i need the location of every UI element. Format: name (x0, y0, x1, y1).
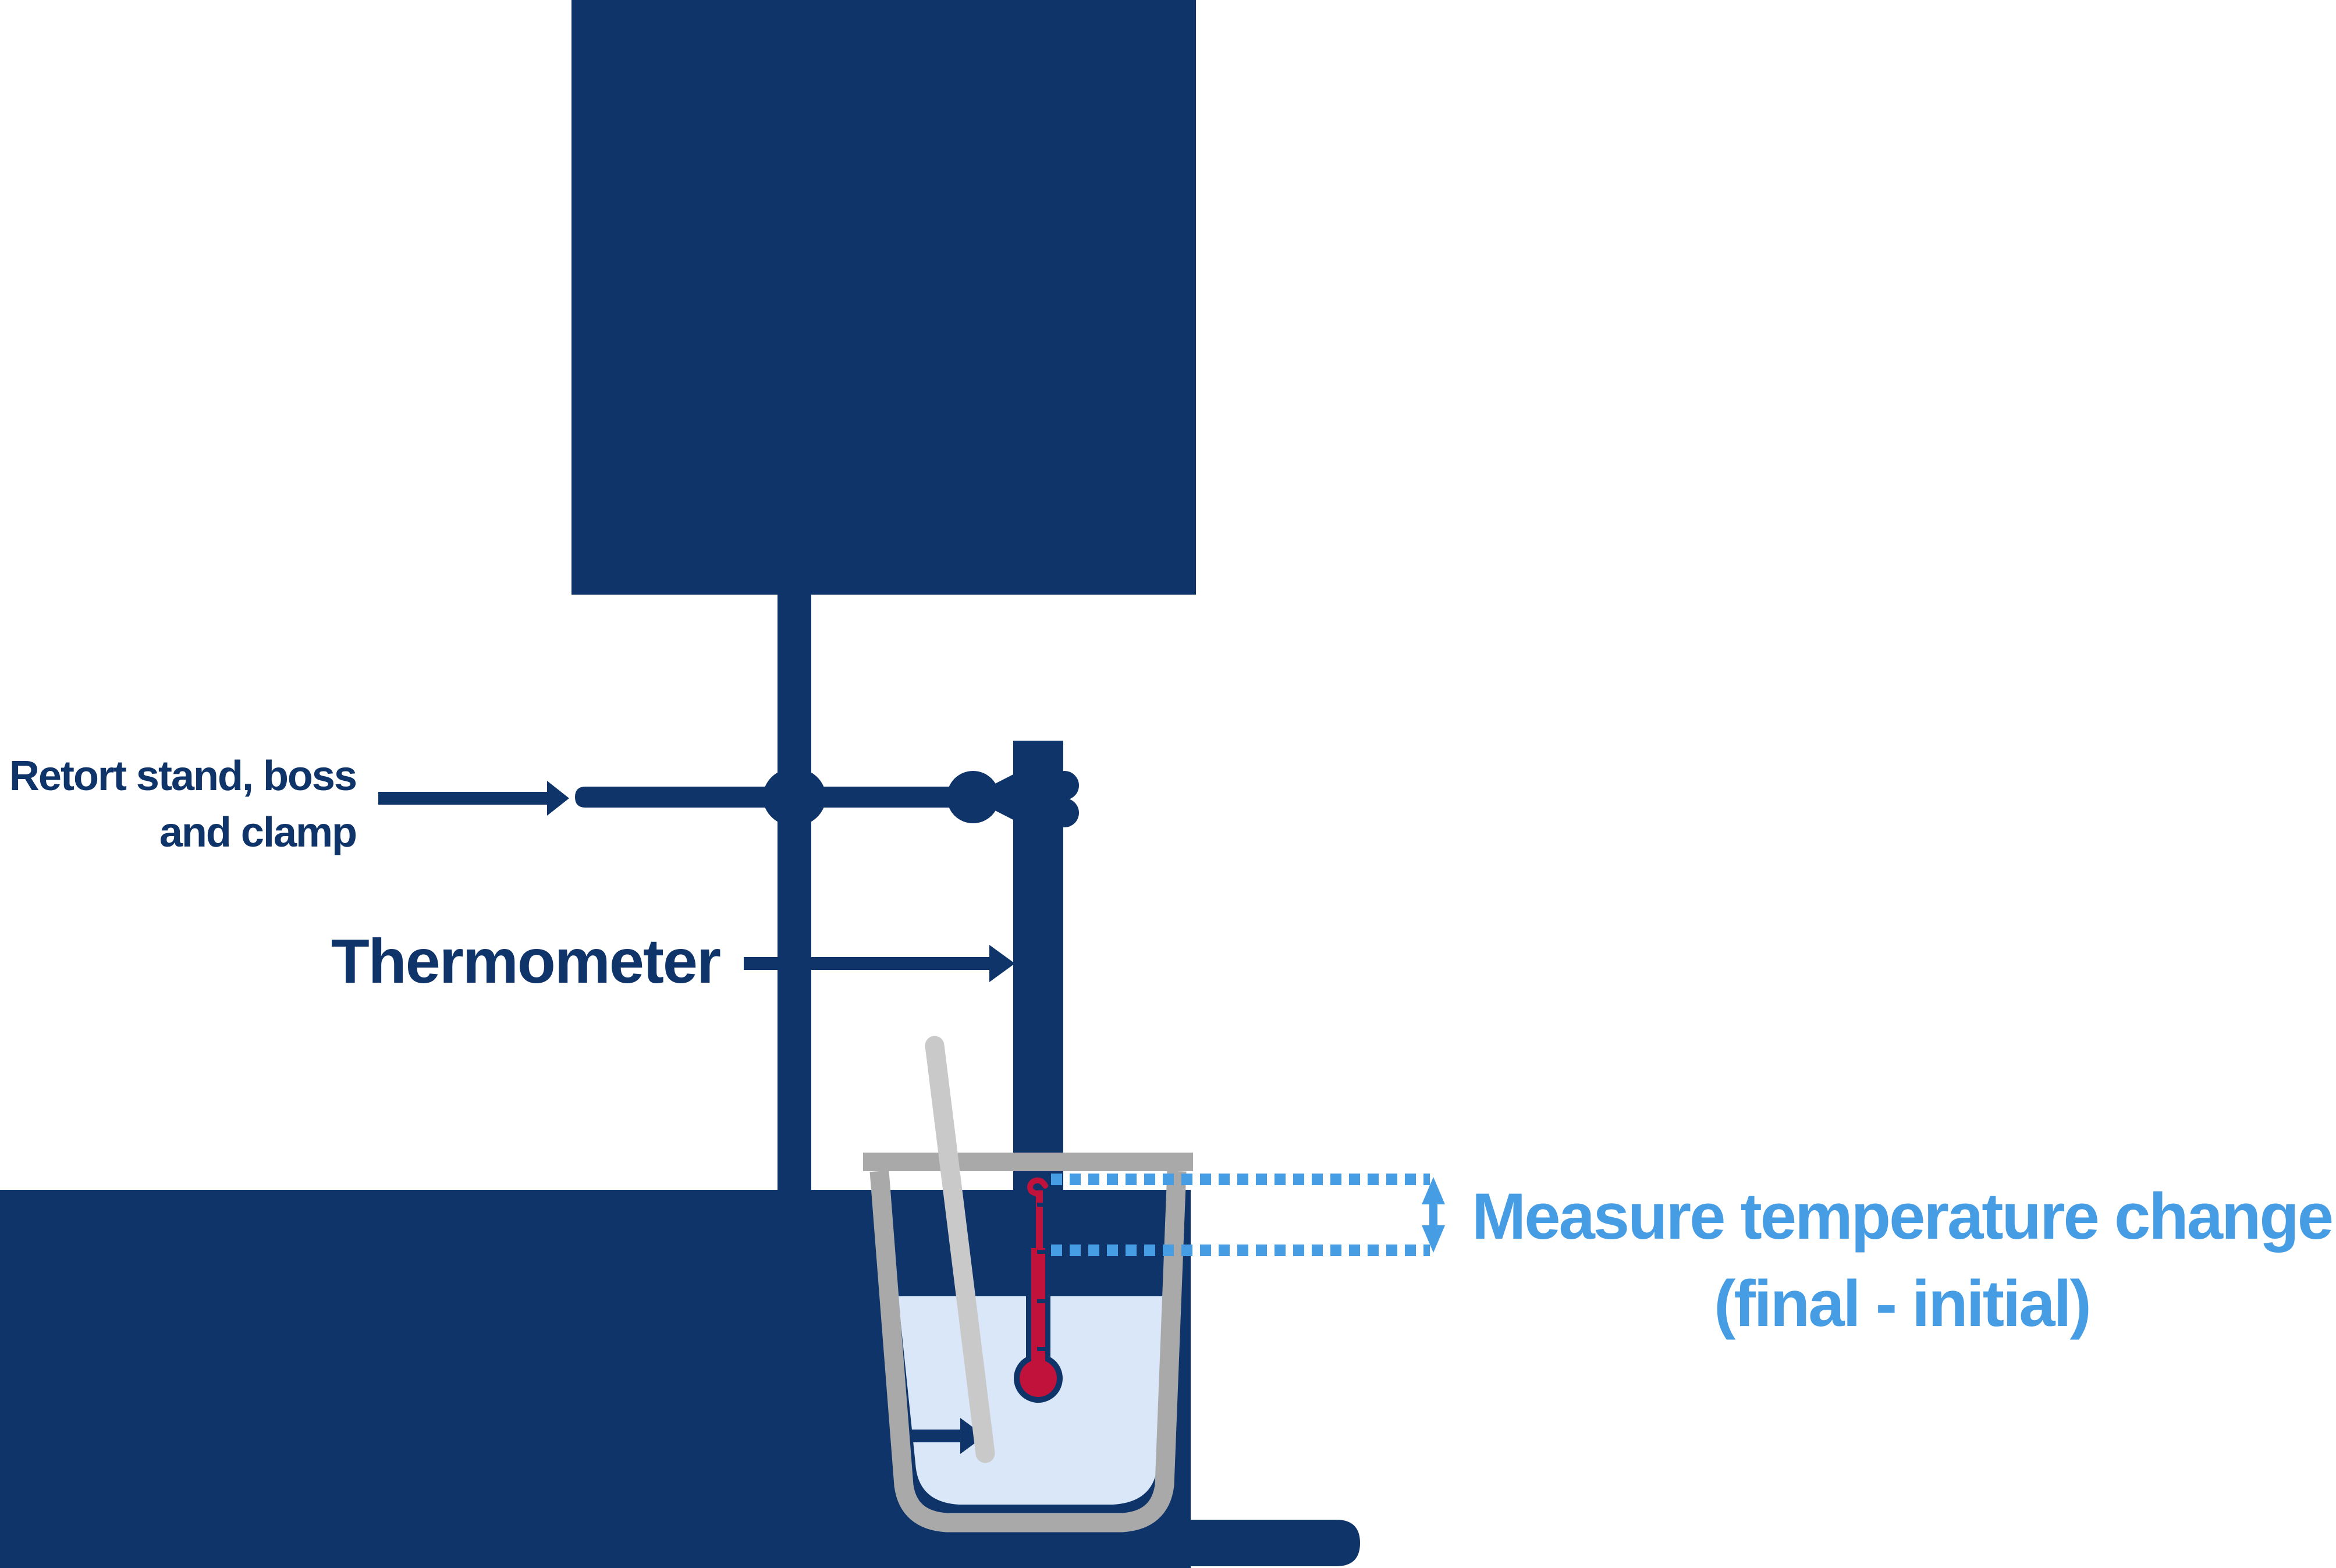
clamp-jaw-top (1050, 771, 1079, 800)
capillary-top-curl (1027, 1177, 1048, 1197)
retort-label-arrow (378, 781, 569, 816)
stem-red (1031, 1248, 1045, 1378)
thermometer-label-arrow (744, 945, 1015, 982)
scale-ticks (1037, 1203, 1046, 1351)
thermometer-label: Thermometer (331, 926, 721, 996)
measure-temperature-label-line2: (final - initial) (1714, 1267, 2092, 1340)
thermometer-bulb-assembly (1014, 1177, 1063, 1403)
boss-connector (763, 768, 826, 826)
stand-rod (778, 595, 811, 1191)
beaker-rim (863, 1153, 1193, 1171)
measure-temperature-label: Measure temperature change (final - init… (1471, 1173, 2334, 1347)
retort-stand-label-line2: and clamp (159, 809, 357, 856)
clamp-knob (947, 771, 999, 823)
retort-stand-label-line1: Retort stand, boss (9, 753, 357, 799)
top-block (571, 0, 1196, 595)
temperature-change-arrow (1422, 1177, 1445, 1253)
capillary-line (1036, 1190, 1043, 1251)
stirring-rod (925, 1036, 995, 1463)
bench-foot (1191, 1520, 1360, 1566)
retort-stand-label: Retort stand, boss and clamp (9, 748, 357, 861)
beaker (869, 1170, 1187, 1533)
measure-temperature-label-line1: Measure temperature change (1471, 1180, 2334, 1253)
clamp-jaw-bottom (1050, 798, 1079, 827)
clamp-jaw-wedge (988, 774, 1013, 820)
thermometer-bulb (1020, 1360, 1057, 1397)
